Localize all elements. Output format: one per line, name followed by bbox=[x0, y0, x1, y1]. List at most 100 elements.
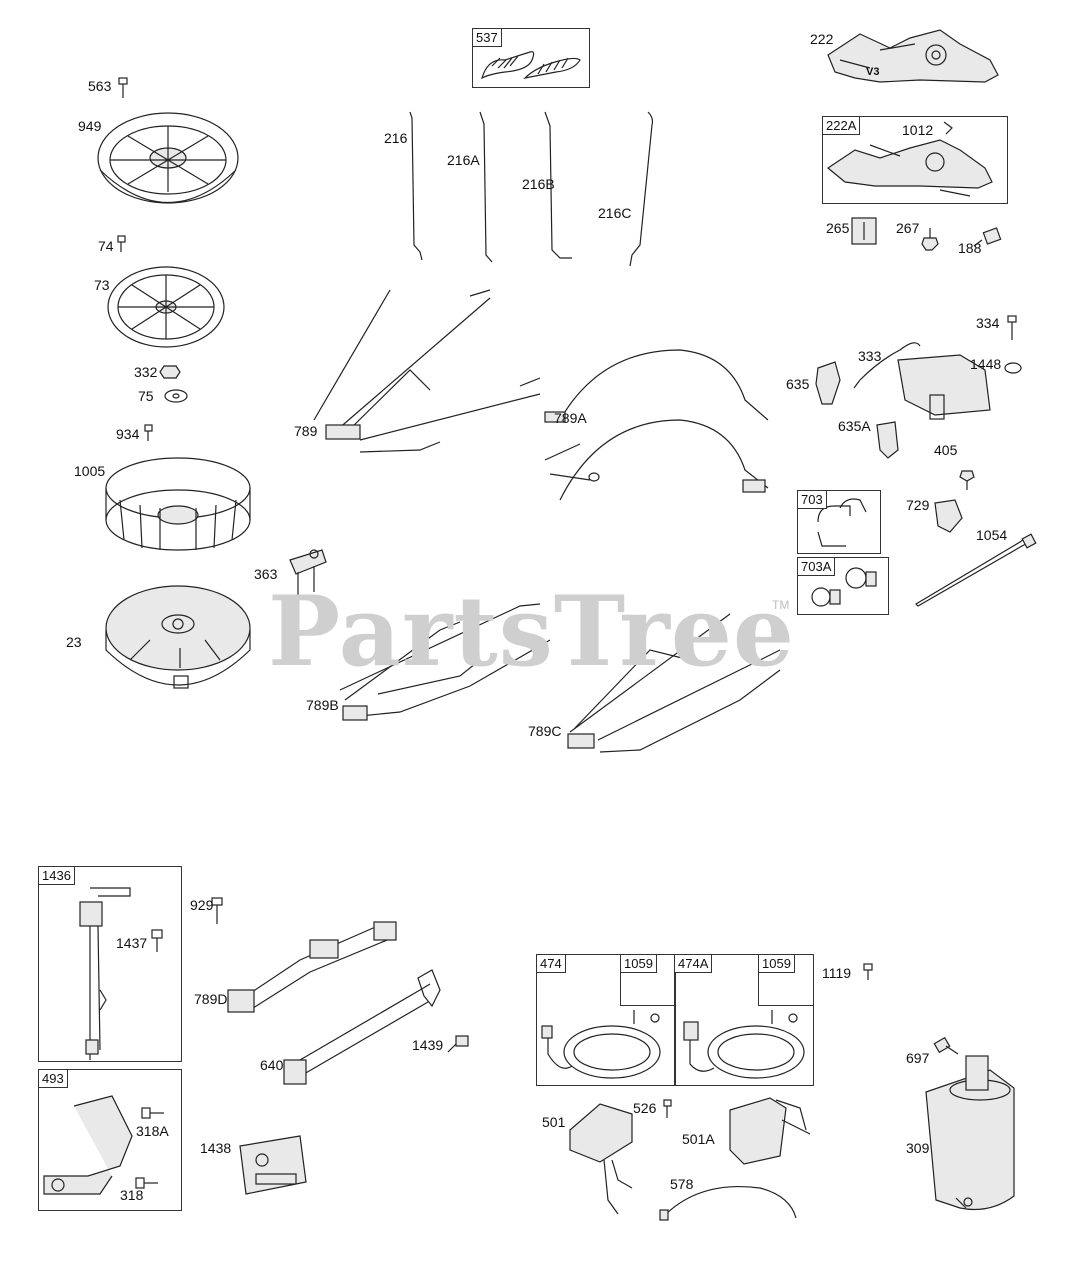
governor-bracket-222A-icon bbox=[826, 139, 993, 197]
part-label-363[interactable]: 363 bbox=[254, 566, 278, 582]
screw-1119-icon bbox=[863, 963, 873, 980]
part-label-526[interactable]: 526 bbox=[633, 1100, 657, 1116]
screw-929-icon bbox=[211, 897, 223, 924]
part-label-501[interactable]: 501 bbox=[542, 1114, 566, 1130]
spark-plug-boot-635-icon bbox=[815, 361, 841, 405]
box-label-1059a: 1059 bbox=[621, 955, 657, 973]
box-label-703A: 703A bbox=[798, 558, 836, 576]
box-222A: 222A bbox=[822, 116, 1008, 204]
part-label-75[interactable]: 75 bbox=[138, 388, 154, 404]
box-label-537: 537 bbox=[473, 29, 502, 47]
part-label-949[interactable]: 949 bbox=[78, 118, 102, 134]
screw-1439-icon bbox=[447, 1035, 469, 1053]
part-label-563[interactable]: 563 bbox=[88, 78, 112, 94]
starter-motor-309-icon bbox=[925, 1055, 1015, 1211]
part-label-334[interactable]: 334 bbox=[976, 315, 1000, 331]
screen-73-icon bbox=[107, 266, 225, 348]
part-label-73[interactable]: 73 bbox=[94, 277, 110, 293]
bolt-188-icon bbox=[973, 227, 1002, 247]
rods-216-icon bbox=[409, 111, 654, 267]
screw-405-icon bbox=[959, 470, 975, 490]
part-label-501A[interactable]: 501A bbox=[682, 1131, 715, 1147]
part-label-216C[interactable]: 216C bbox=[598, 205, 632, 221]
part-label-23[interactable]: 23 bbox=[66, 634, 82, 650]
part-label-640[interactable]: 640 bbox=[260, 1057, 284, 1073]
screws-1059b-icon bbox=[771, 1010, 798, 1024]
wiring-harness-789C-icon bbox=[567, 613, 781, 753]
part-label-697[interactable]: 697 bbox=[906, 1050, 930, 1066]
part-label-729[interactable]: 729 bbox=[906, 497, 930, 513]
part-label-1054[interactable]: 1054 bbox=[976, 527, 1008, 543]
part-label-216B[interactable]: 216B bbox=[522, 176, 555, 192]
part-label-216[interactable]: 216 bbox=[384, 130, 408, 146]
part-label-222[interactable]: 222 bbox=[810, 31, 834, 47]
regulator-501A-icon bbox=[729, 1097, 811, 1165]
part-label-74[interactable]: 74 bbox=[98, 238, 114, 254]
switch-1436-icon bbox=[79, 887, 131, 1060]
module-1438-icon bbox=[239, 1135, 307, 1195]
flywheel-23-icon bbox=[105, 585, 251, 689]
part-label-216A[interactable]: 216A bbox=[447, 152, 480, 168]
part-label-265[interactable]: 265 bbox=[826, 220, 850, 236]
part-label-318[interactable]: 318 bbox=[120, 1187, 144, 1203]
terminal-363-icon bbox=[289, 549, 327, 602]
part-label-405[interactable]: 405 bbox=[934, 442, 958, 458]
part-label-789A[interactable]: 789A bbox=[554, 410, 587, 426]
box-label-474: 474 bbox=[537, 955, 566, 973]
part-label-635[interactable]: 635 bbox=[786, 376, 810, 392]
watermark-tm: TM bbox=[772, 598, 790, 612]
box-537: 537 bbox=[472, 28, 590, 88]
wiring-harness-789A-icon bbox=[544, 349, 769, 501]
part-label-789C[interactable]: 789C bbox=[528, 723, 562, 739]
screw-267-icon bbox=[921, 228, 939, 251]
bolt-697-icon bbox=[933, 1036, 959, 1055]
box-label-1059b: 1059 bbox=[759, 955, 795, 973]
clip-265-icon bbox=[851, 217, 877, 245]
box-label-474A: 474A bbox=[675, 955, 713, 973]
screw-934-icon bbox=[144, 424, 153, 441]
clip-729-icon bbox=[934, 499, 963, 533]
screw-318-icon bbox=[135, 1177, 158, 1189]
part-label-635A[interactable]: 635A bbox=[838, 418, 871, 434]
part-label-1438[interactable]: 1438 bbox=[200, 1140, 232, 1156]
screw-563-icon bbox=[118, 77, 128, 98]
nut-332-icon bbox=[159, 365, 181, 379]
part-label-789D[interactable]: 789D bbox=[194, 991, 228, 1007]
screw-1437-icon bbox=[151, 929, 163, 952]
part-label-309[interactable]: 309 bbox=[906, 1140, 930, 1156]
part-label-188[interactable]: 188 bbox=[958, 240, 982, 256]
box-1059b: 1059 bbox=[758, 954, 814, 1006]
box-703: 703 bbox=[797, 490, 881, 554]
box-label-1436: 1436 bbox=[39, 867, 75, 885]
part-label-789B[interactable]: 789B bbox=[306, 697, 339, 713]
box-label-703: 703 bbox=[798, 491, 827, 509]
part-label-1005[interactable]: 1005 bbox=[74, 463, 106, 479]
cable-tie-1054-icon bbox=[915, 533, 1037, 607]
box-493: 493 bbox=[38, 1069, 182, 1211]
part-label-318A[interactable]: 318A bbox=[136, 1123, 169, 1139]
box-474A: 474A bbox=[674, 954, 814, 1086]
screw-334-icon bbox=[1007, 315, 1017, 340]
springs-537-icon bbox=[481, 51, 581, 80]
ignition-coil-333-icon bbox=[853, 342, 991, 420]
part-label-934[interactable]: 934 bbox=[116, 426, 140, 442]
wiring-harness-789D-icon bbox=[227, 921, 397, 1013]
part-label-332[interactable]: 332 bbox=[134, 364, 158, 380]
wiring-harness-640-icon bbox=[283, 969, 441, 1085]
part-label-1439[interactable]: 1439 bbox=[412, 1037, 444, 1053]
part-label-333[interactable]: 333 bbox=[858, 348, 882, 364]
part-label-1437[interactable]: 1437 bbox=[116, 935, 148, 951]
box-label-222A: 222A bbox=[823, 117, 861, 135]
wiring-harness-789-icon bbox=[313, 289, 541, 453]
part-label-267[interactable]: 267 bbox=[896, 220, 920, 236]
part-label-1448[interactable]: 1448 bbox=[970, 356, 1002, 372]
part-label-789[interactable]: 789 bbox=[294, 423, 318, 439]
box-1436: 1436 bbox=[38, 866, 182, 1062]
fan-1005-icon bbox=[105, 457, 251, 551]
part-label-1119[interactable]: 1119 bbox=[822, 965, 852, 981]
screw-74-icon bbox=[117, 235, 126, 252]
part-label-578[interactable]: 578 bbox=[670, 1176, 694, 1192]
part-label-929[interactable]: 929 bbox=[190, 897, 214, 913]
part-label-1012[interactable]: 1012 bbox=[902, 122, 934, 138]
